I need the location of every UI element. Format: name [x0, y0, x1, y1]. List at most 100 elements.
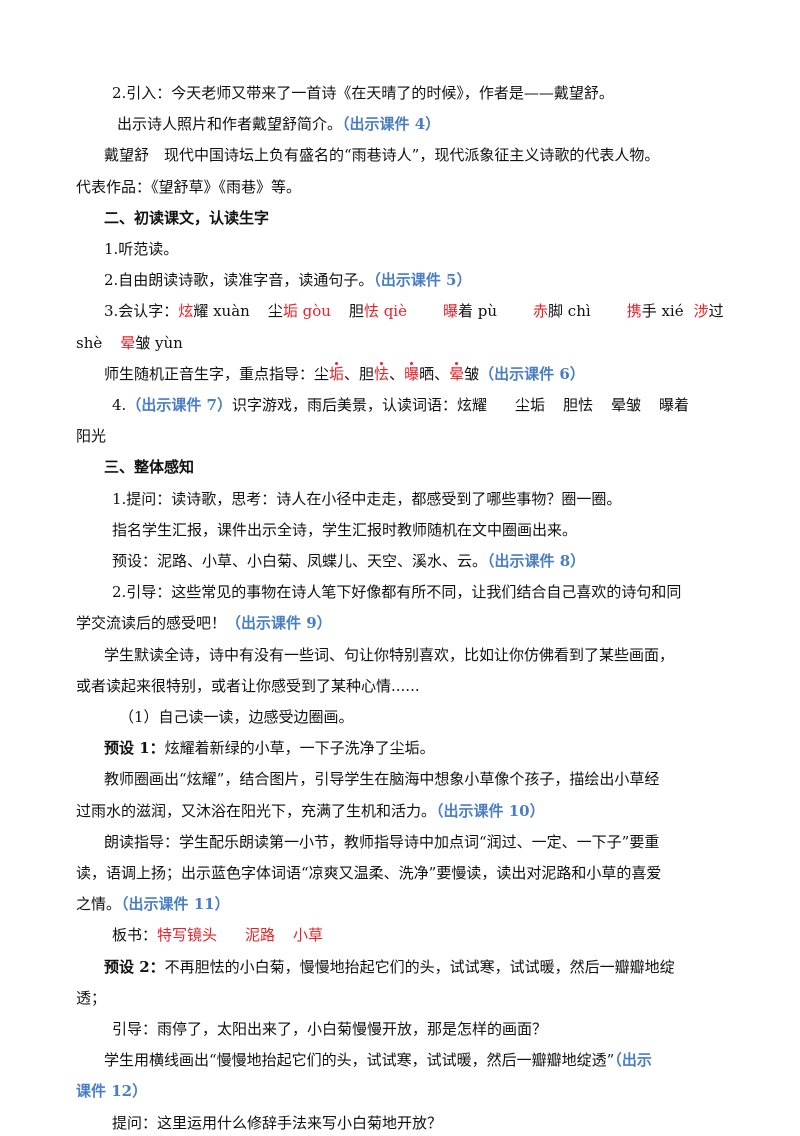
text: 1.听范读。 — [104, 240, 179, 258]
char: 曝 — [442, 302, 458, 320]
paragraph: 预设：泥路、小草、小白菊、凤蝶儿、天空、溪水、云。（出示课件 8） — [112, 548, 585, 574]
text: 晒、 — [419, 365, 450, 383]
paragraph: 过雨水的滋润，又沐浴在阳光下，充满了生机和活力。（出示课件 10） — [76, 798, 545, 824]
pinyin: shè — [76, 334, 103, 352]
paragraph: 1.听范读。 — [104, 236, 178, 262]
text: 读，语调上扬；出示蓝色字体词语“凉爽又温柔、洗净”要慢读，读出对泥路和小草的喜爱 — [76, 864, 662, 882]
courseware-ref: （出示课件 11） — [121, 895, 230, 913]
word: 曝着 — [659, 396, 690, 414]
text: 2.自由朗读诗歌，读准字音，读通句子。 — [104, 271, 374, 289]
courseware-ref: （出示课件 5） — [373, 271, 472, 289]
paragraph: 课件 12） — [76, 1078, 147, 1104]
char: 赤 — [533, 302, 549, 320]
section-heading: 三、整体感知 — [104, 454, 194, 480]
text: 戴望舒 现代中国诗坛上负有盛名的“雨巷诗人”，现代派象征主义诗歌的代表人物。 — [104, 146, 660, 164]
pinyin: 手 xié — [641, 302, 684, 320]
dotted-char: 晕 — [449, 365, 465, 383]
pinyin: 着 pù — [457, 302, 498, 320]
paragraph: 学生默读全诗，诗中有没有一些词、句让你特别喜欢，比如让你仿佛看到了某些画面， — [104, 642, 674, 668]
text: 之情。 — [76, 895, 122, 913]
text: 过 — [708, 302, 724, 320]
text: 代表作品：《望舒草》《雨巷》等。 — [76, 178, 302, 196]
text: 指名学生汇报，课件出示全诗，学生汇报时教师随机在文中圈画出来。 — [112, 521, 578, 539]
courseware-ref: （出示课件 4） — [342, 115, 441, 133]
word: 尘垢 — [515, 396, 546, 414]
paragraph: 教师圈画出“炫耀”，结合图片，引导学生在脑海中想象小草像个孩子，描绘出小草经 — [104, 766, 659, 792]
char: 炫 — [178, 302, 194, 320]
paragraph: 学交流读后的感受吧！（出示课件 9） — [76, 610, 332, 636]
heading-text: 二、初读课文，认读生字 — [104, 209, 270, 227]
text: 学生用横线画出“慢慢地抬起它们的头，试试寒，试试暖，然后一瓣瓣地绽透” — [104, 1051, 615, 1069]
text: 提问：这里运用什么修辞手法来写小白菊地开放？ — [112, 1114, 443, 1132]
paragraph: 阳光 — [76, 423, 106, 449]
pinyin: 脚 chì — [548, 302, 591, 320]
paragraph: 戴望舒 现代中国诗坛上负有盛名的“雨巷诗人”，现代派象征主义诗歌的代表人物。 — [104, 142, 659, 168]
paragraph: 预设 1：炫耀着新绿的小草，一下子洗净了尘垢。 — [104, 735, 435, 761]
paragraph: 透； — [76, 985, 106, 1011]
paragraph: 2.自由朗读诗歌，读准字音，读通句子。（出示课件 5） — [104, 267, 472, 293]
paragraph: 代表作品：《望舒草》《雨巷》等。 — [76, 174, 301, 200]
courseware-ref: （出示课件 7） — [126, 396, 232, 414]
paragraph: 2.引导：这些常见的事物在诗人笔下好像都有所不同，让我们结合自己喜欢的诗句和同 — [112, 579, 681, 605]
dotted-char: 曝 — [404, 365, 420, 383]
text: 教师圈画出“炫耀”，结合图片，引导学生在脑海中想象小草像个孩子，描绘出小草经 — [104, 770, 660, 788]
word: 晕皱 — [611, 396, 642, 414]
preset-label: 预设 2： — [104, 958, 165, 976]
courseware-ref: （出示课件 9） — [226, 614, 332, 632]
text: 2.引导：这些常见的事物在诗人笔下好像都有所不同，让我们结合自己喜欢的诗句和同 — [112, 583, 682, 601]
paragraph: 出示诗人照片和作者戴望舒简介。（出示课件 4） — [117, 111, 440, 137]
paragraph: 1.提问：读诗歌，思考：诗人在小径中走走，都感受到了哪些事物？圈一圈。 — [112, 486, 621, 512]
paragraph: 预设 2：不再胆怯的小白菊，慢慢地抬起它们的头，试试寒，试试暖，然后一瓣瓣地绽 — [104, 954, 675, 980]
paragraph: 师生随机正音生字，重点指导：尘垢、胆怯、曝晒、晕皱（出示课件 6） — [104, 361, 585, 387]
word: 胆怯 — [563, 396, 594, 414]
char: 晕 — [120, 334, 136, 352]
char: 怯 qiè — [363, 302, 407, 320]
dotted-char: 怯 — [374, 365, 390, 383]
section-heading: 二、初读课文，认读生字 — [104, 205, 269, 231]
text: 出示诗人照片和作者戴望舒简介。 — [117, 115, 343, 133]
pinyin: 耀 xuàn — [193, 302, 250, 320]
paragraph: 之情。（出示课件 11） — [76, 891, 230, 917]
paragraph: 指名学生汇报，课件出示全诗，学生汇报时教师随机在文中圈画出来。 — [112, 517, 577, 543]
paragraph: 或者读起来很特别，或者让你感受到了某种心情...... — [76, 673, 420, 699]
heading-text: 三、整体感知 — [104, 458, 195, 476]
text: 朗读指导：学生配乐朗读第一小节，教师指导诗中加点词“润过、一定、一下子”要重 — [104, 833, 660, 851]
paragraph: 朗读指导：学生配乐朗读第一小节，教师指导诗中加点词“润过、一定、一下子”要重 — [104, 829, 659, 855]
char: 胆 — [348, 302, 364, 320]
text: 皱 — [464, 365, 480, 383]
text: 、 — [389, 365, 405, 383]
paragraph: 学生用横线画出“慢慢地抬起它们的头，试试寒，试试暖，然后一瓣瓣地绽透”（出示 — [104, 1047, 652, 1073]
text: 2.引入：今天老师又带来了一首诗《在天晴了的时候》，作者是——戴望舒。 — [112, 84, 614, 102]
preset-label: 预设 1： — [104, 739, 165, 757]
blackboard-line: 板书：特写镜头泥路小草 — [112, 922, 323, 948]
text: 过雨水的滋润，又沐浴在阳光下，充满了生机和活力。 — [76, 802, 437, 820]
char: 携 — [626, 302, 642, 320]
text: 预设：泥路、小草、小白菊、凤蝶儿、天空、溪水、云。 — [112, 552, 488, 570]
text: 1.提问：读诗歌，思考：诗人在小径中走走，都感受到了哪些事物？圈一圈。 — [112, 490, 622, 508]
board-item: 小草 — [293, 926, 324, 944]
vocab-line: 3.会认字：炫耀 xuàn 尘垢 gòu 胆怯 qiè 曝着 pù 赤脚 chì 携手 x… — [104, 298, 724, 324]
text: 板书： — [112, 926, 158, 944]
text: 炫耀着新绿的小草，一下子洗净了尘垢。 — [164, 739, 435, 757]
dotted-char: 垢 — [329, 365, 345, 383]
board-item: 特写镜头 — [157, 926, 218, 944]
text: 3.会认字： — [104, 302, 179, 320]
paragraph: 2.引入：今天老师又带来了一首诗《在天晴了的时候》，作者是——戴望舒。 — [112, 80, 614, 106]
text: 透； — [76, 989, 107, 1007]
text: 不再胆怯的小白菊，慢慢地抬起它们的头，试试寒，试试暖，然后一瓣瓣地绽 — [164, 958, 675, 976]
text: 或者读起来很特别，或者让你感受到了某种心情...... — [76, 677, 420, 695]
courseware-ref: （出示课件 6） — [479, 365, 585, 383]
text: 识字游戏，雨后美景，认读词语：炫耀 — [231, 396, 487, 414]
paragraph: 引导：雨停了，太阳出来了，小白菊慢慢开放，那是怎样的画面？ — [112, 1016, 547, 1042]
courseware-ref: （出示 — [614, 1051, 652, 1069]
char: 垢 gòu — [282, 302, 331, 320]
courseware-ref: （出示课件 10） — [436, 802, 545, 820]
courseware-ref: （出示课件 8） — [487, 552, 586, 570]
char: 涉 — [693, 302, 709, 320]
char: 尘 — [267, 302, 283, 320]
paragraph: （1）自己读一读，边感受边圈画。 — [119, 704, 354, 730]
text: （1）自己读一读，边感受边圈画。 — [119, 708, 354, 726]
